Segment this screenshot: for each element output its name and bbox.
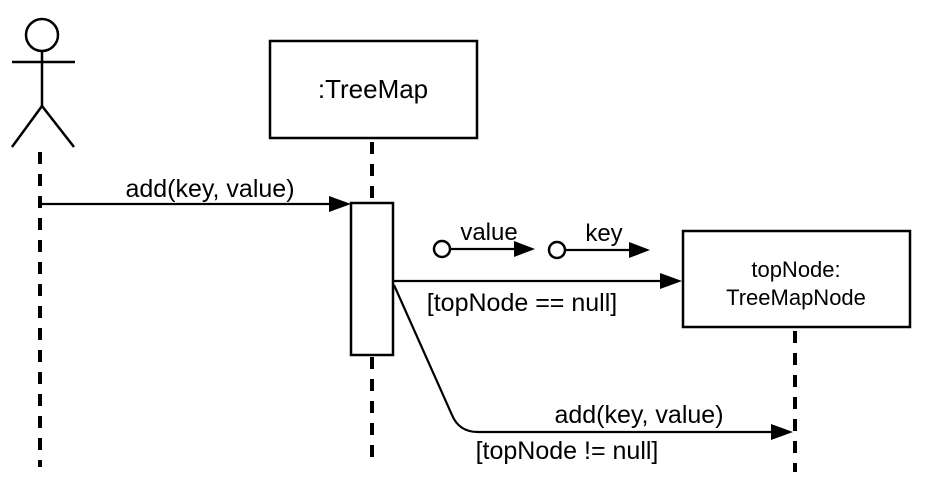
topnode-label-line2: TreeMapNode [726,285,866,310]
token-key: key [547,220,650,260]
message-add-to-topnode: add(key, value) [topNode != null] [392,284,793,465]
arrowhead-icon [771,424,793,440]
object-topnode: topNode: TreeMapNode [681,229,912,329]
message-label: add(key, value) [554,401,723,429]
arrowhead-icon [514,241,535,257]
arrowhead-icon [660,273,682,289]
treemap-label: :TreeMap [318,74,428,104]
arrowhead-icon [329,196,351,212]
message-create-topnode: [topNode == null] [393,273,682,317]
guard-label: [topNode == null] [427,289,617,317]
treemap-box [268,39,479,140]
arrowhead-icon [629,242,650,258]
topnode-label-line1: topNode: [751,257,840,282]
actor-head [24,17,60,53]
token-label: key [585,220,622,247]
token-value: value [432,219,535,259]
actor-leg-right [41,105,75,148]
token-label: value [460,219,517,246]
token-circle-icon [432,239,452,259]
actor-leg-left [10,105,44,148]
message-label: add(key, value) [125,175,294,203]
actor-icon [10,17,75,148]
token-circle-icon [547,240,567,260]
guard-label: [topNode != null] [476,437,659,465]
message-curve [392,284,773,434]
activation-bar [349,201,395,357]
message-add-to-treemap: add(key, value) [40,175,351,212]
object-treemap: :TreeMap [268,39,479,140]
topnode-box [681,229,912,329]
